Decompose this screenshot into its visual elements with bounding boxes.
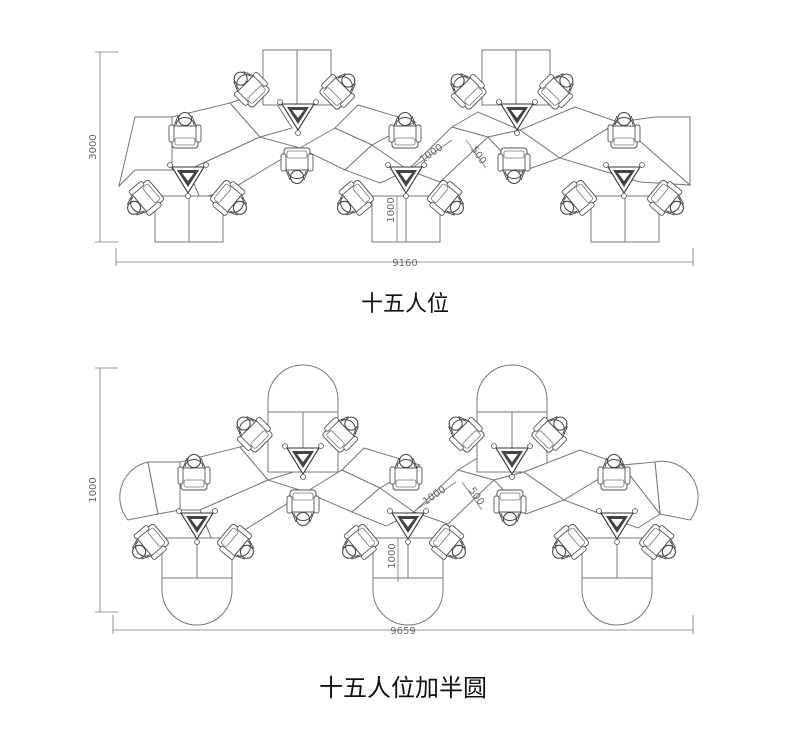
- desk-leg: [405, 195, 441, 243]
- segment-dimension: 500: [468, 145, 488, 167]
- desk-panel: [199, 479, 308, 541]
- hub-icon: [384, 161, 428, 200]
- semicircle-end: [581, 577, 653, 626]
- height-dimension: 3000: [88, 134, 99, 159]
- office-chair-icon: [497, 147, 531, 185]
- desk-leg: [590, 195, 626, 243]
- office-chair-icon: [493, 489, 527, 527]
- desk-leg: [372, 537, 409, 579]
- width-dimension: 9659: [390, 626, 415, 637]
- desk-panel: [334, 104, 417, 146]
- office-chair-icon: [607, 111, 641, 149]
- plan-caption: 十五人位加半圆: [319, 674, 487, 702]
- office-chair-icon: [286, 489, 320, 527]
- semicircle-end: [476, 364, 548, 413]
- desk-panel: [476, 411, 513, 473]
- desk-panel: [118, 116, 173, 188]
- plan-caption: 十五人位: [361, 292, 449, 317]
- height-dimension: 1000: [88, 477, 99, 502]
- semicircle-end: [372, 577, 444, 626]
- desk-panel: [262, 49, 298, 106]
- width-dimension: 9160: [392, 258, 417, 269]
- semicircle-end: [161, 577, 233, 626]
- desk-panel: [187, 136, 302, 199]
- segment-dimension: 1000: [386, 197, 397, 222]
- semicircle-end: [119, 461, 159, 521]
- segment-dimension: 1000: [387, 543, 398, 568]
- office-chair-icon: [280, 147, 314, 185]
- desk-panel: [341, 447, 422, 489]
- semicircle-end: [267, 364, 339, 413]
- office-chair-icon: [328, 176, 378, 225]
- desk-panel: [481, 49, 517, 106]
- plan-fifteen-seat-semicircle: 9659 1000 1000 500 1000 十五人位加半圆: [88, 364, 699, 702]
- semicircle-end: [654, 460, 699, 521]
- desk-panel: [621, 461, 661, 516]
- plan-fifteen-seat: 9160 3000 1000 500 1000 十五人位: [88, 49, 694, 317]
